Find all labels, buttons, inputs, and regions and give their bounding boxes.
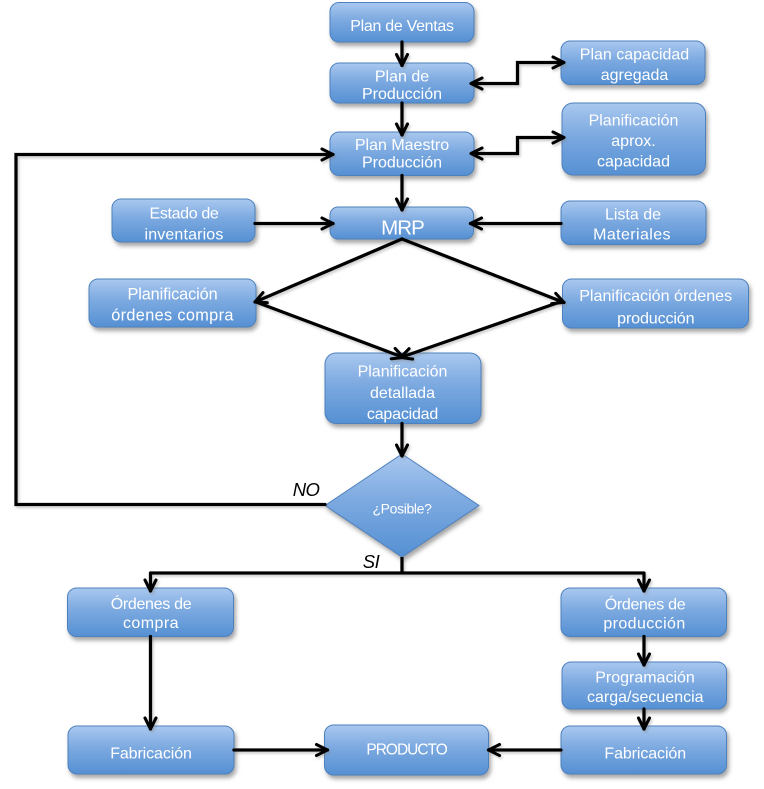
svg-text:detallada: detallada — [370, 385, 435, 402]
svg-text:Planificación: Planificación — [127, 286, 217, 304]
svg-text:Plan capacidad: Plan capacidad — [580, 46, 689, 63]
svg-text:carga/secuencia: carga/secuencia — [587, 689, 704, 706]
svg-text:SI: SI — [363, 551, 380, 572]
svg-text:agregada: agregada — [601, 67, 669, 84]
svg-text:Planificación: Planificación — [589, 113, 679, 130]
svg-text:Producción: Producción — [362, 86, 442, 103]
svg-text:Planificación: Planificación — [358, 364, 448, 381]
svg-text:PRODUCTO: PRODUCTO — [366, 742, 447, 759]
svg-text:NO: NO — [293, 479, 320, 500]
svg-text:Producción: Producción — [362, 155, 442, 172]
svg-text:producción: producción — [603, 616, 685, 633]
svg-text:inventarios: inventarios — [144, 226, 223, 243]
svg-text:Fabricación: Fabricación — [110, 746, 192, 763]
svg-text:Programación: Programación — [595, 670, 695, 687]
svg-text:órdenes compra: órdenes compra — [111, 306, 234, 324]
svg-text:MRP: MRP — [381, 217, 424, 240]
svg-text:Órdenes de: Órdenes de — [605, 594, 686, 613]
svg-text:Plan de: Plan de — [375, 69, 429, 86]
svg-text:¿Posible?: ¿Posible? — [372, 501, 432, 517]
svg-text:Materiales: Materiales — [593, 226, 671, 243]
svg-text:Plan de Ventas: Plan de Ventas — [350, 18, 454, 35]
svg-text:Lista de: Lista de — [605, 206, 661, 223]
svg-text:Fabricación: Fabricación — [604, 745, 686, 762]
svg-text:capacidad: capacidad — [597, 154, 670, 171]
svg-text:Plan Maestro: Plan Maestro — [355, 137, 449, 154]
svg-text:aprox.: aprox. — [611, 133, 655, 150]
svg-text:Órdenes de: Órdenes de — [111, 594, 192, 613]
svg-text:Estado de: Estado de — [150, 206, 219, 223]
svg-text:capacidad: capacidad — [367, 406, 438, 423]
svg-text:producción: producción — [617, 310, 694, 328]
svg-text:Planificación órdenes: Planificación órdenes — [579, 287, 732, 305]
svg-text:compra: compra — [123, 615, 179, 632]
